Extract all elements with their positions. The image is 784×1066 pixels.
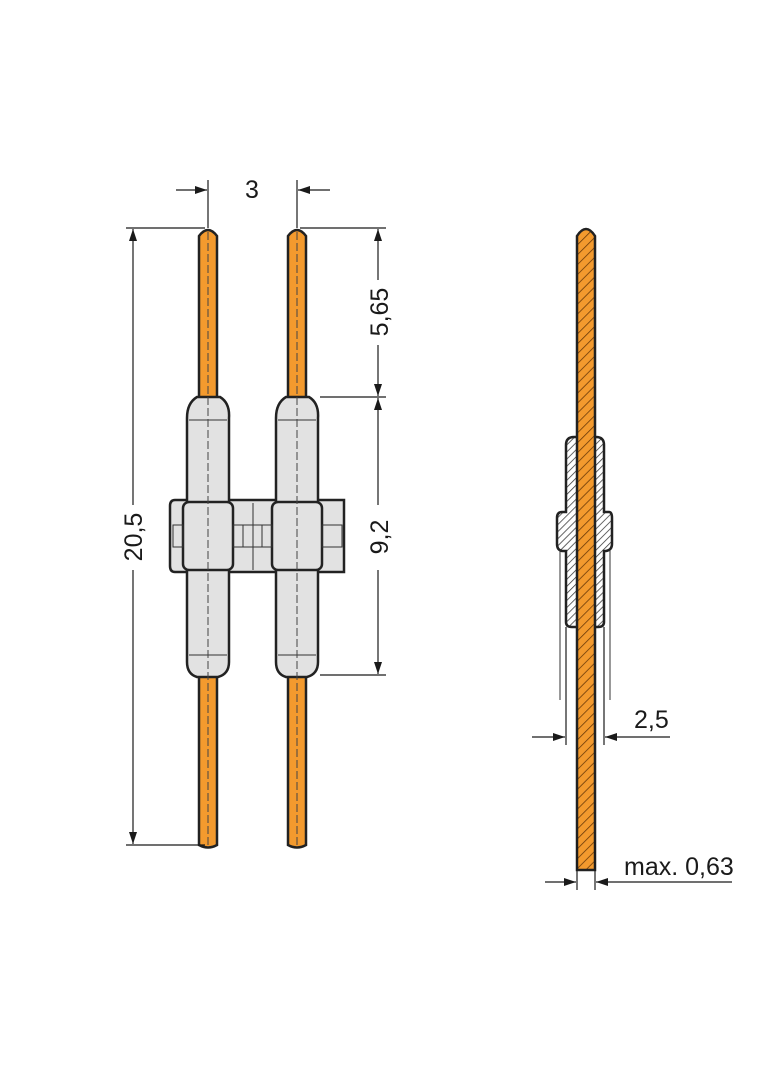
dimension-pin-thickness: max. 0,63 [545, 840, 734, 890]
dimension-total-length: 20,5 [120, 227, 205, 846]
dimension-pin-top: 5,65 [300, 227, 394, 398]
front-view [168, 228, 346, 849]
pin-top-label: 5,65 [366, 288, 394, 337]
dimension-housing-thickness: 2,5 [532, 627, 670, 745]
dimension-pitch: 3 [176, 176, 330, 228]
housing [168, 395, 346, 679]
pitch-label: 3 [245, 176, 259, 204]
pin-section [575, 227, 597, 872]
dimension-housing-length: 9,2 [320, 398, 394, 676]
total-length-label: 20,5 [120, 513, 148, 562]
side-view-section [555, 227, 614, 872]
housing-thickness-label: 2,5 [634, 706, 669, 734]
housing-length-label: 9,2 [366, 520, 394, 555]
pin-thickness-label: max. 0,63 [624, 853, 734, 881]
